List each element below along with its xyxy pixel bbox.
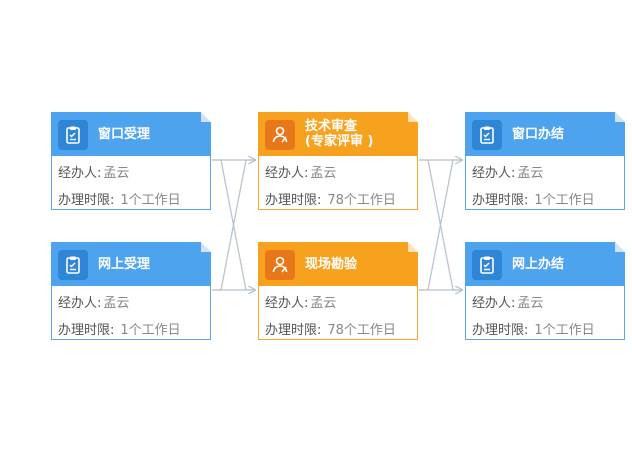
node-online-finish[interactable]: 网上办结 经办人:孟云 办理时限:1个工作日 (465, 242, 625, 340)
corner-fold (201, 112, 211, 122)
time-limit-row: 办理时限:78个工作日 (265, 323, 396, 338)
time-limit-row: 办理时限:1个工作日 (472, 193, 595, 208)
handler-row: 经办人:孟云 (58, 296, 130, 311)
node-title: 网上受理 (98, 256, 151, 272)
reviewer-icon (265, 120, 295, 150)
time-limit-row: 办理时限:78个工作日 (265, 193, 396, 208)
corner-fold (408, 112, 418, 122)
connector-window-accept-to-site-survey (212, 159, 255, 290)
node-title: 技术审查 (专家评审 ) (305, 119, 374, 149)
node-window-finish[interactable]: 窗口办结 经办人:孟云 办理时限:1个工作日 (465, 112, 625, 210)
corner-fold (615, 112, 625, 122)
node-title: 现场勘验 (305, 256, 358, 272)
corner-fold (201, 242, 211, 252)
time-limit-row: 办理时限:1个工作日 (472, 323, 595, 338)
handler-row: 经办人:孟云 (265, 166, 337, 181)
node-window-accept[interactable]: 窗口受理 经办人:孟云 办理时限:1个工作日 (51, 112, 211, 210)
clipboard-icon (58, 120, 88, 150)
node-online-accept[interactable]: 网上受理 经办人:孟云 办理时限:1个工作日 (51, 242, 211, 340)
node-header: 网上办结 (465, 242, 625, 286)
node-tech-review[interactable]: 技术审查 (专家评审 ) 经办人:孟云 办理时限:78个工作日 (258, 112, 418, 210)
node-header: 窗口受理 (51, 112, 211, 156)
node-header: 窗口办结 (465, 112, 625, 156)
connector-online-accept-to-tech-review (212, 160, 255, 291)
clipboard-icon (472, 120, 502, 150)
node-site-survey[interactable]: 现场勘验 经办人:孟云 办理时限:78个工作日 (258, 242, 418, 340)
connector-site-survey-to-window-finish (419, 160, 462, 291)
reviewer-icon (265, 250, 295, 280)
time-limit-row: 办理时限:1个工作日 (58, 193, 181, 208)
time-limit-row: 办理时限:1个工作日 (58, 323, 181, 338)
handler-row: 经办人:孟云 (472, 166, 544, 181)
node-header: 网上受理 (51, 242, 211, 286)
clipboard-icon (58, 250, 88, 280)
node-header: 现场勘验 (258, 242, 418, 286)
node-title: 窗口受理 (98, 126, 151, 142)
handler-row: 经办人:孟云 (265, 296, 337, 311)
clipboard-icon (472, 250, 502, 280)
node-header: 技术审查 (专家评审 ) (258, 112, 418, 156)
node-title: 窗口办结 (512, 126, 565, 142)
connector-tech-review-to-online-finish (419, 159, 462, 290)
node-title: 网上办结 (512, 256, 565, 272)
handler-row: 经办人:孟云 (472, 296, 544, 311)
corner-fold (615, 242, 625, 252)
handler-row: 经办人:孟云 (58, 166, 130, 181)
corner-fold (408, 242, 418, 252)
